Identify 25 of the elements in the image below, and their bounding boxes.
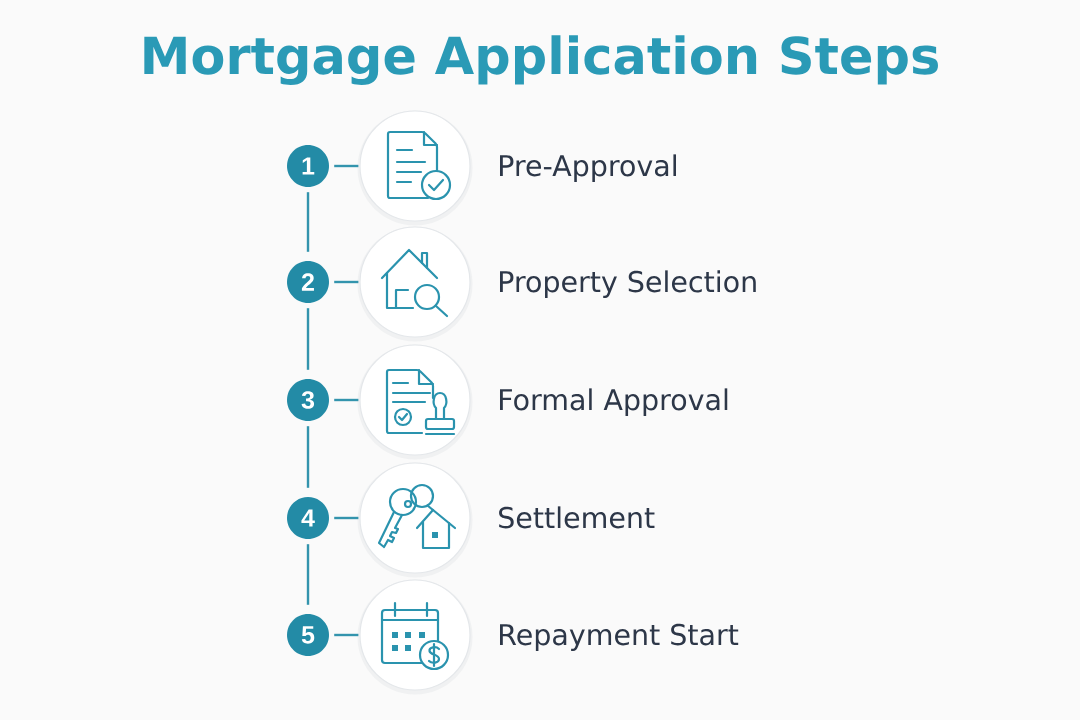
step-label: Repayment Start: [500, 623, 739, 651]
number-badge: 3: [287, 379, 329, 421]
icon-circle: [357, 579, 473, 695]
number-badge: 5: [287, 614, 329, 656]
number-badge: 4: [287, 497, 329, 539]
icon-circle: [357, 110, 473, 226]
icon-circle: [357, 344, 473, 460]
connector-line: [334, 164, 359, 168]
connector-line: [306, 426, 310, 488]
connector-line: [306, 308, 310, 370]
number-badge: 1: [287, 145, 329, 187]
connector-line: [334, 633, 359, 637]
connector-line: [306, 192, 310, 252]
connector-line: [334, 398, 359, 402]
icon-circle: [357, 226, 473, 342]
step-label: Formal Approval: [500, 388, 728, 416]
connector-line: [306, 544, 310, 605]
icon-circle: [357, 462, 473, 578]
step-label: Property Selection: [500, 270, 756, 298]
step-label: Settlement: [499, 506, 655, 529]
connector-line: [334, 516, 359, 520]
number-badge: 2: [287, 261, 329, 303]
title: Mortgage Application Steps: [144, 35, 938, 85]
step-label: Pre-Approval: [500, 154, 676, 182]
connector-line: [334, 280, 359, 284]
